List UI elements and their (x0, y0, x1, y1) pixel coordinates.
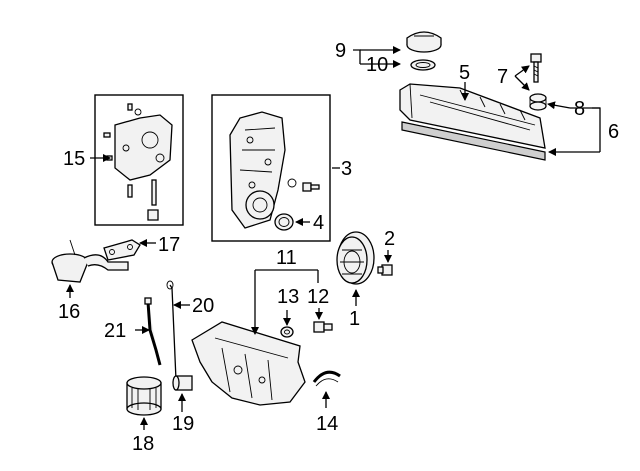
callout-4: 4 (313, 212, 324, 234)
timing-chain-cover-part (229, 111, 286, 229)
callout-2: 2 (384, 228, 395, 250)
timing-cover-group-box (211, 94, 331, 242)
crankshaft-pulley-part (336, 231, 375, 285)
dipstick-tube-part (144, 297, 162, 366)
drain-plug-washer-part (280, 326, 294, 338)
callout-20: 20 (192, 295, 214, 317)
timing-cover-bolt-part (287, 178, 320, 192)
oil-strainer-part (51, 239, 129, 283)
callout-13: 13 (277, 286, 299, 308)
oil-pump-group-box (94, 94, 184, 226)
callout-3: 3 (341, 158, 352, 180)
callout-12: 12 (307, 286, 329, 308)
callout-6: 6 (608, 121, 619, 143)
oil-pan-part (191, 321, 306, 406)
callout-10: 10 (366, 54, 388, 76)
callout-15: 15 (63, 148, 85, 170)
valve-cover-bolt-part (530, 53, 542, 83)
callout-17: 17 (158, 234, 180, 256)
rear-main-seal-part (312, 370, 341, 387)
callout-14: 14 (316, 413, 338, 435)
filler-cap-seal-part (410, 59, 436, 71)
callout-5: 5 (459, 62, 470, 84)
callout-labels: 9 10 5 7 8 6 15 3 4 2 17 11 13 12 20 16 … (58, 40, 619, 455)
pulley-bolt-part (377, 264, 393, 276)
callout-18: 18 (132, 433, 154, 455)
valve-cover-grommet-part (529, 93, 547, 111)
callout-21: 21 (104, 320, 126, 342)
callout-9: 9 (335, 40, 346, 62)
drain-plug-part (313, 321, 333, 333)
callout-8: 8 (574, 98, 585, 120)
valve-cover-part (399, 83, 546, 161)
oil-pump-part (103, 103, 173, 221)
oil-pickup-gasket-part (103, 239, 141, 261)
oil-filler-cap-part (406, 31, 442, 53)
oil-filter-part (126, 376, 162, 416)
callout-16: 16 (58, 301, 80, 323)
oil-filter-nipple-part (172, 375, 193, 391)
callout-19: 19 (172, 413, 194, 435)
callout-7: 7 (497, 66, 508, 88)
dipstick-part (166, 280, 177, 381)
callout-11: 11 (276, 247, 297, 269)
crankshaft-seal-part (274, 213, 294, 231)
callout-1: 1 (349, 308, 360, 330)
leader-lines (66, 46, 601, 430)
